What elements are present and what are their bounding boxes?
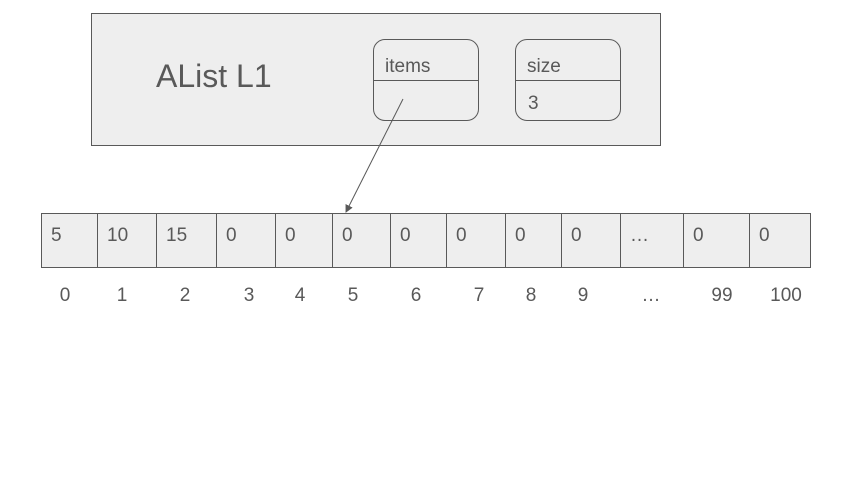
array-index-label: 7 [473,285,485,306]
object-title: AList L1 [156,58,272,94]
array-cell-value: 0 [226,225,237,246]
array-index-label: 99 [711,285,733,306]
items-field-label: items [385,56,431,77]
array-cell-value: … [630,225,649,246]
array-index-label: 5 [347,285,359,306]
array-cell-value: 0 [759,225,770,246]
array-cell-value: 15 [166,225,188,246]
array-cell-value: 0 [693,225,704,246]
size-field-divider [516,80,620,81]
array-cell: 0 [391,214,447,267]
array-cell-value: 0 [515,225,526,246]
array-cell: 0 [562,214,621,267]
items-pointer-arrow [345,98,404,213]
size-field-label: size [527,56,561,77]
array-index-label: 0 [59,285,71,306]
array-index-label: 100 [770,285,802,306]
size-field-value: 3 [528,93,539,114]
array-index-label: … [641,285,661,306]
array-index-label: 3 [243,285,255,306]
array-cell-value: 0 [285,225,296,246]
array-cell-value: 0 [456,225,467,246]
array-cell: 0 [217,214,276,267]
array-cell: … [621,214,684,267]
array-index-label: 1 [116,285,128,306]
items-field: items [373,39,479,121]
array-cell: 0 [684,214,750,267]
array-cell: 0 [750,214,810,267]
array-index-label: 9 [577,285,589,306]
array-cell: 0 [276,214,333,267]
items-field-divider [374,80,478,81]
array-cell-value: 5 [51,225,62,246]
size-field: size 3 [515,39,621,121]
array-index-label: 2 [179,285,191,306]
array-cell: 0 [333,214,391,267]
array-index-label: 6 [410,285,422,306]
array-index-label: 4 [294,285,306,306]
array-cell-value: 0 [342,225,353,246]
array-index-label: 8 [525,285,537,306]
array-cell-value: 10 [107,225,129,246]
array-cell-value: 0 [571,225,582,246]
array-cell: 5 [42,214,98,267]
array-cell: 15 [157,214,217,267]
array-cell-value: 0 [400,225,411,246]
array-cell: 0 [447,214,506,267]
backing-array: 5 10 15 0 0 0 0 0 0 0 … 0 0 [41,213,811,268]
array-cell: 10 [98,214,157,267]
array-cell: 0 [506,214,562,267]
